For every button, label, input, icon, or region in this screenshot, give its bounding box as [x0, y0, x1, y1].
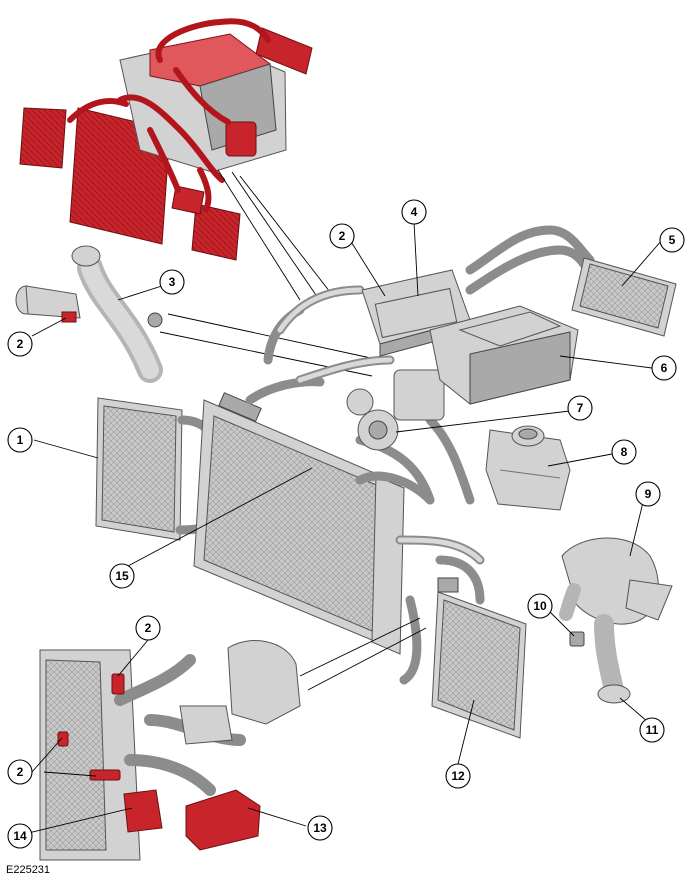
callout-14: 14 [7, 823, 33, 849]
svg-text:2: 2 [17, 337, 24, 351]
leader-lines [23, 221, 663, 835]
inset-line-2 [307, 627, 427, 691]
svg-text:15: 15 [115, 569, 129, 583]
svg-text:2: 2 [17, 765, 24, 779]
svg-text:4: 4 [411, 205, 418, 219]
svg-text:10: 10 [533, 599, 547, 613]
callout-2-inset-left: 2 [7, 759, 33, 785]
callout-11: 11 [639, 717, 665, 743]
auxiliary-radiator-left [95, 397, 220, 541]
svg-text:2: 2 [339, 229, 346, 243]
heater-core [465, 225, 677, 337]
thermostat-housing [15, 245, 163, 383]
callout-7: 7 [567, 395, 593, 421]
svg-text:1: 1 [17, 433, 24, 447]
svg-text:6: 6 [661, 361, 668, 375]
svg-text:8: 8 [621, 445, 628, 459]
callout-12: 12 [445, 763, 471, 789]
svg-text:7: 7 [577, 401, 584, 415]
inset-line-1 [299, 617, 421, 677]
svg-text:11: 11 [646, 723, 659, 737]
callout-15: 15 [109, 563, 135, 589]
svg-text:14: 14 [13, 829, 27, 843]
callout-2-hose-top: 2 [329, 223, 355, 249]
figure-id: E225231 [6, 864, 51, 876]
engine-cover [429, 305, 579, 405]
engine-pipework [245, 285, 485, 685]
callout-2-thermostat: 2 [7, 331, 33, 357]
callout-1: 1 [7, 427, 33, 453]
callout-10: 10 [527, 593, 553, 619]
callout-5: 5 [659, 227, 685, 253]
callout-9: 9 [635, 481, 661, 507]
main-radiator [193, 392, 405, 655]
inset-detail-view [39, 640, 301, 861]
callout-6: 6 [651, 355, 677, 381]
overview-connector-lines [217, 169, 331, 301]
svg-text:13: 13 [313, 821, 327, 835]
callout-8: 8 [611, 439, 637, 465]
coolant-expansion-tank [485, 425, 571, 511]
svg-text:3: 3 [169, 275, 176, 289]
overview-engine-highlight [19, 18, 313, 261]
thermostat-assembly [559, 537, 673, 704]
callout-2-inset-top: 2 [135, 615, 161, 641]
svg-text:2: 2 [145, 621, 152, 635]
callout-13: 13 [307, 815, 333, 841]
svg-text:9: 9 [645, 487, 652, 501]
callout-3: 3 [159, 269, 185, 295]
transmission-cooler [431, 577, 527, 739]
svg-text:5: 5 [669, 233, 676, 247]
callout-4: 4 [401, 199, 427, 225]
svg-text:12: 12 [451, 769, 465, 783]
